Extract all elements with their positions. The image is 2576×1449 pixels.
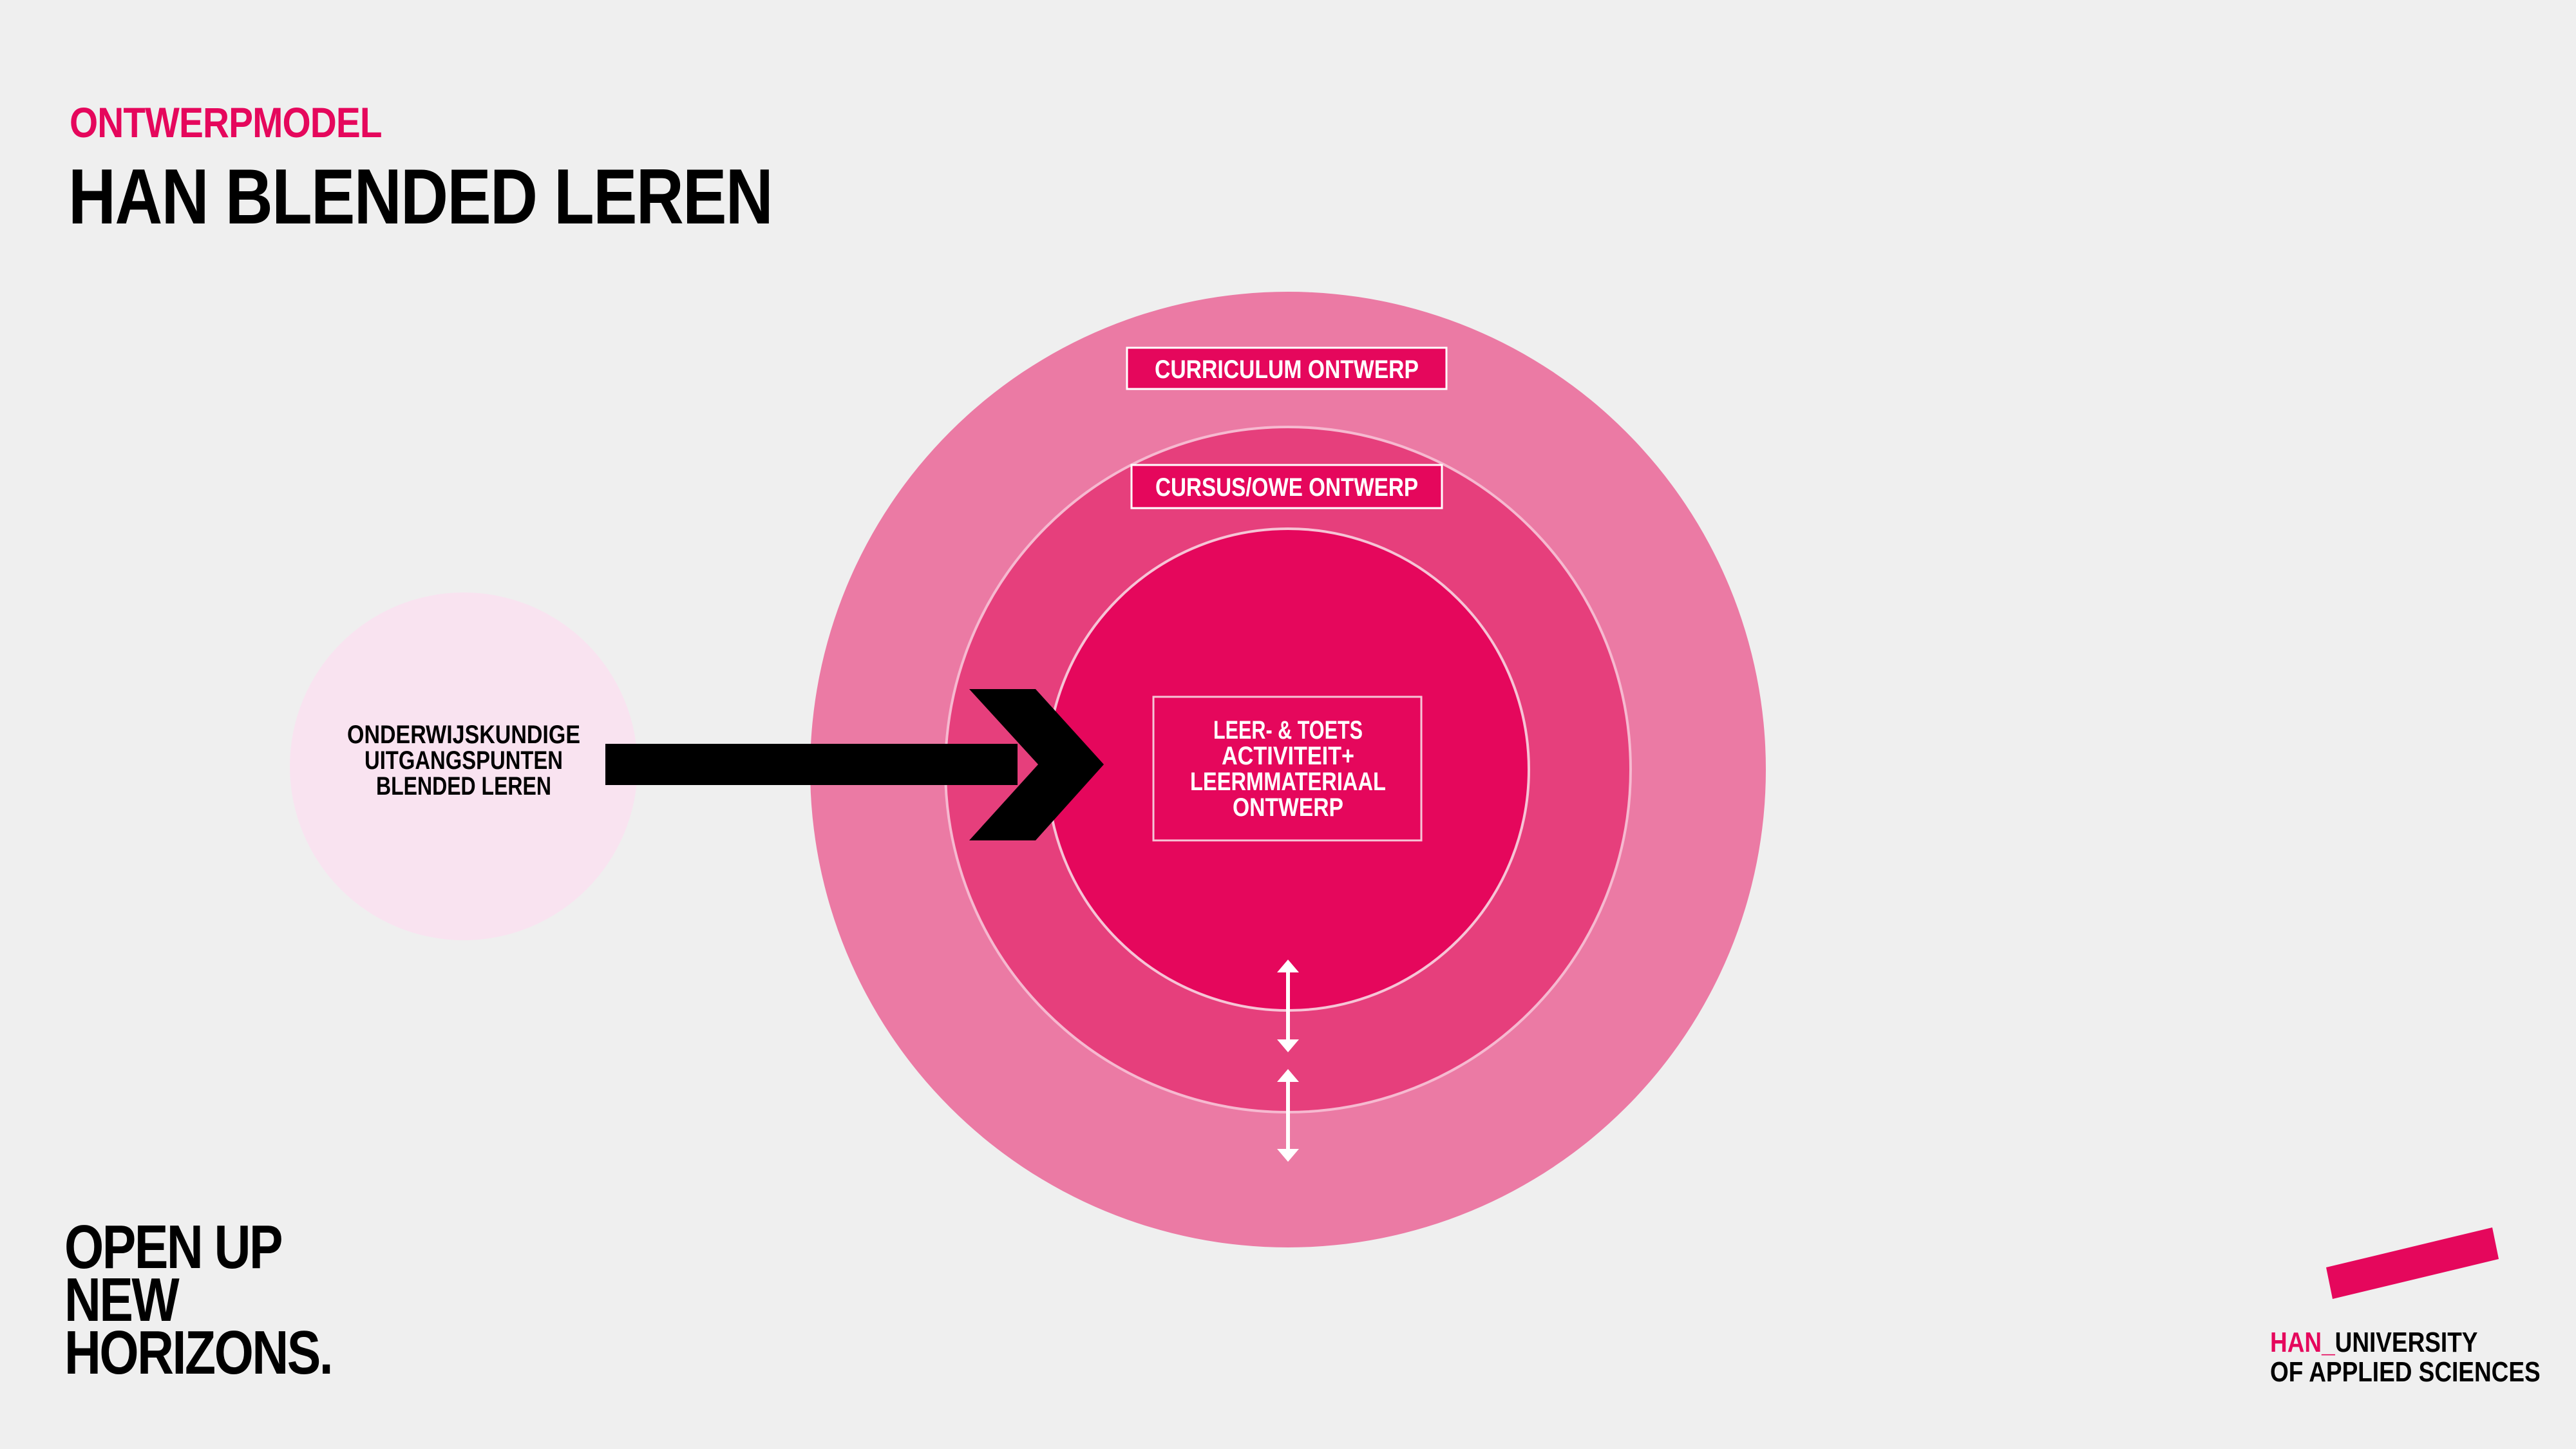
han-logo-prefix: HAN_ xyxy=(2270,1327,2335,1358)
activity-label-line-2: ACTIVITEIT+ xyxy=(1222,742,1354,770)
han-logo: HAN_UNIVERSITY OF APPLIED SCIENCES xyxy=(2270,1328,2541,1387)
slide-title: HAN BLENDED LEREN xyxy=(68,153,773,240)
han-logo-line-1: UNIVERSITY xyxy=(2334,1327,2478,1358)
activity-label-line-4: ONTWERP xyxy=(1233,793,1343,822)
activity-label: LEER- & TOETS ACTIVITEIT+ LEERMMATERIAAL… xyxy=(1152,696,1423,842)
slogan-line-1: OPEN UP xyxy=(64,1213,283,1282)
input-principles-line-3: BLENDED LEREN xyxy=(376,772,551,800)
double-arrow-vertical-icon xyxy=(1277,960,1299,1052)
input-principles: ONDERWIJSKUNDIGE UITGANGSPUNTEN BLENDED … xyxy=(290,592,638,940)
slogan: OPEN UP NEW HORIZONS. xyxy=(64,1213,334,1387)
activity-label-line-1: LEER- & TOETS xyxy=(1213,716,1363,744)
activity-label-line-3: LEERMMATERIAAL xyxy=(1190,768,1386,796)
slide-subtitle: ONTWERPMODEL xyxy=(70,99,383,146)
double-arrow-vertical-icon-lower xyxy=(1277,1069,1299,1162)
input-principles-line-1: ONDERWIJSKUNDIGE xyxy=(347,721,580,749)
input-principles-line-2: UITGANGSPUNTEN xyxy=(365,746,563,775)
input-principles-circle xyxy=(290,592,638,940)
slogan-line-3: HORIZONS. xyxy=(64,1318,334,1387)
course-label: CURSUS/OWE ONTWERP xyxy=(1130,464,1443,509)
course-label-text: CURSUS/OWE ONTWERP xyxy=(1155,473,1418,502)
han-logo-line-2: OF APPLIED SCIENCES xyxy=(2270,1356,2541,1388)
right-arrow-icon xyxy=(605,689,1104,840)
slogan-line-2: NEW xyxy=(64,1265,180,1334)
curriculum-label: CURRICULUM ONTWERP xyxy=(1126,346,1448,390)
curriculum-label-text: CURRICULUM ONTWERP xyxy=(1155,355,1419,384)
han-logo-bar xyxy=(2326,1227,2499,1299)
